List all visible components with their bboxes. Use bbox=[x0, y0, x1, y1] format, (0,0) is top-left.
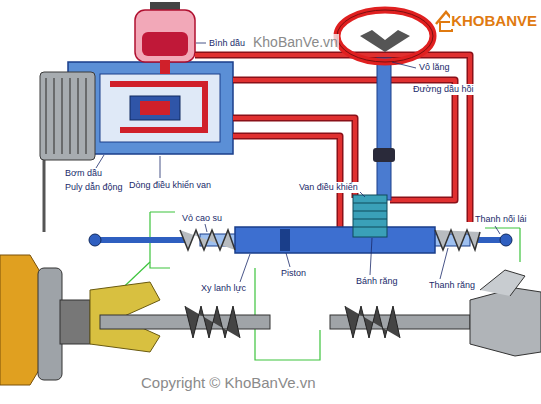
part-label: Bình dầu bbox=[208, 38, 246, 49]
part-label: Đường dầu hồi bbox=[412, 84, 474, 95]
drive-pulley bbox=[40, 72, 95, 160]
leader-line bbox=[160, 156, 161, 178]
green-outline bbox=[110, 212, 520, 360]
green-outline bbox=[485, 228, 520, 262]
leader-line bbox=[205, 224, 207, 232]
oil-line bbox=[195, 55, 470, 228]
part-label: Bánh răng bbox=[355, 276, 399, 287]
oil-reservoir bbox=[160, 60, 170, 74]
pump-housing bbox=[100, 74, 220, 142]
belt-line bbox=[44, 160, 45, 232]
pump-housing bbox=[110, 84, 205, 130]
leader-line bbox=[286, 253, 290, 267]
drive-shaft bbox=[345, 306, 400, 338]
steering-wheel bbox=[337, 10, 433, 62]
steering-wheel bbox=[377, 58, 391, 200]
rack-assembly bbox=[500, 234, 512, 246]
part-label: Vô lăng bbox=[418, 62, 451, 73]
watermark: Copyright © KhoBanVe.vn bbox=[140, 374, 317, 391]
rack-assembly bbox=[353, 203, 387, 227]
green-outline bbox=[255, 268, 320, 360]
leader-line bbox=[440, 248, 448, 279]
leader-line bbox=[495, 226, 500, 234]
drive-shaft bbox=[185, 306, 240, 338]
part-label: Bơm dầu bbox=[64, 168, 103, 179]
steering-wheel bbox=[373, 148, 395, 162]
wheel-hub bbox=[60, 300, 90, 344]
part-label: Piston bbox=[280, 268, 307, 279]
logo-text: KHOBANVE bbox=[450, 12, 538, 29]
leader-line bbox=[360, 192, 365, 197]
oil-line bbox=[233, 80, 455, 200]
oil-reservoir bbox=[142, 32, 188, 56]
drive-shaft bbox=[100, 315, 270, 329]
oil-reservoir bbox=[135, 10, 195, 62]
drive-pulley bbox=[40, 72, 95, 160]
leader-line bbox=[240, 254, 250, 282]
watermark: KhoBanVe.vn bbox=[252, 34, 339, 50]
rack-assembly bbox=[89, 195, 512, 253]
leader-line bbox=[196, 43, 206, 44]
rack-assembly bbox=[180, 230, 235, 250]
part-label: Van điều khiển bbox=[298, 182, 359, 193]
part-label: Dòng điều khiển van bbox=[128, 180, 212, 191]
oil-line bbox=[233, 80, 455, 200]
part-label: Xy lanh lực bbox=[200, 283, 247, 294]
rack-assembly bbox=[235, 227, 435, 253]
part-label: Thanh răng bbox=[428, 280, 476, 291]
leader-line bbox=[96, 43, 500, 282]
steering-wheel bbox=[337, 10, 433, 200]
part-label: Thanh nối lái bbox=[474, 214, 528, 225]
drive-shaft bbox=[480, 270, 525, 296]
rack-assembly bbox=[353, 195, 387, 237]
pump-housing bbox=[130, 96, 180, 120]
steering-wheel bbox=[337, 10, 433, 62]
part-label: Puly dẫn động bbox=[64, 182, 124, 193]
part-label: Vỏ cao su bbox=[181, 213, 223, 224]
rack-assembly bbox=[478, 237, 503, 243]
rack-assembly bbox=[435, 230, 480, 250]
drive-pulley bbox=[46, 78, 86, 154]
wheel-hub bbox=[0, 255, 42, 385]
drive-shaft bbox=[470, 288, 541, 356]
oil-reservoir bbox=[135, 2, 195, 74]
leader-line bbox=[370, 238, 372, 275]
rack-assembly bbox=[280, 229, 290, 251]
rack-assembly bbox=[89, 234, 101, 246]
pump-housing bbox=[140, 101, 170, 115]
rack-assembly bbox=[100, 237, 185, 243]
leader-line bbox=[96, 155, 104, 168]
steering-wheel bbox=[360, 30, 410, 52]
leader-line bbox=[392, 62, 416, 68]
drive-shaft bbox=[100, 270, 541, 356]
belt-line bbox=[43, 160, 46, 232]
wheel-hub bbox=[38, 268, 62, 380]
